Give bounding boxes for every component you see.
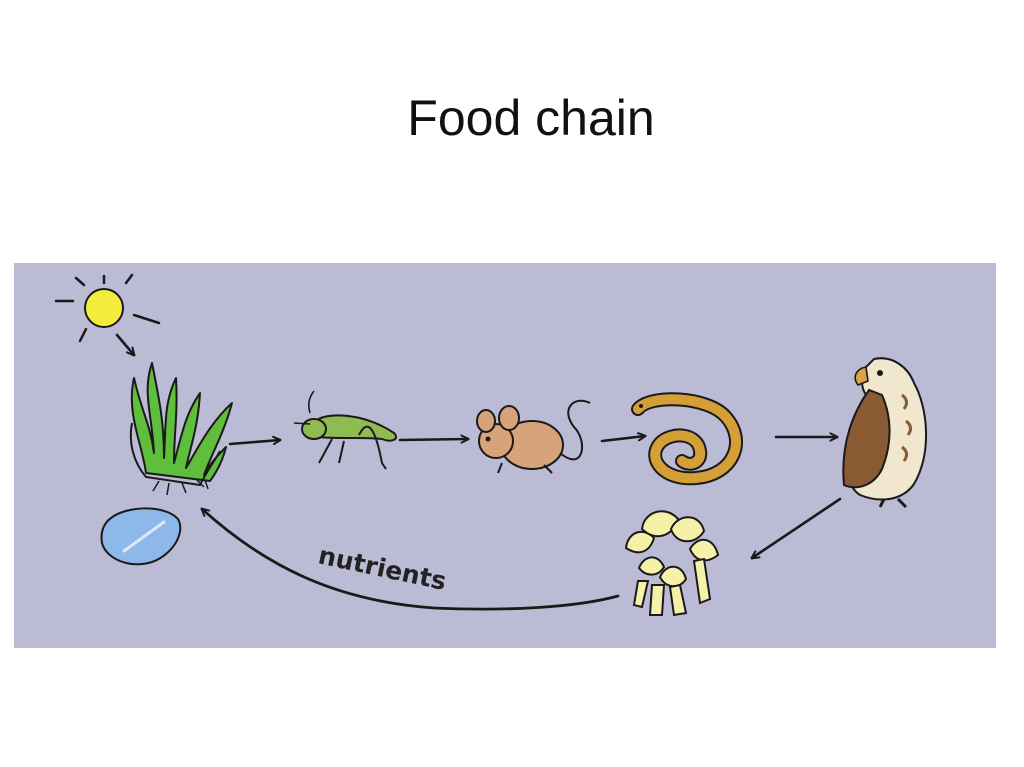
hawk-icon [842, 357, 928, 509]
mushrooms-icon [624, 510, 720, 617]
food-chain-diagram: nutrients [14, 263, 996, 648]
snake-icon [631, 392, 743, 486]
water-droplet-icon [100, 507, 182, 566]
arrow-sun-to-grass [115, 333, 134, 355]
arrow-mushrooms-to-grass [202, 509, 620, 611]
arrow-grasshopper-to-mouse [398, 439, 468, 440]
grass-icon [129, 362, 233, 496]
arrow-hawk-to-mushrooms [752, 497, 842, 558]
arrow-grass-to-grasshopper [228, 440, 280, 446]
mouse-icon [476, 399, 591, 474]
grasshopper-icon [293, 390, 398, 470]
slide-title: Food chain [407, 90, 655, 146]
arrow-mouse-to-snake [600, 436, 645, 443]
sun-icon [54, 273, 161, 343]
